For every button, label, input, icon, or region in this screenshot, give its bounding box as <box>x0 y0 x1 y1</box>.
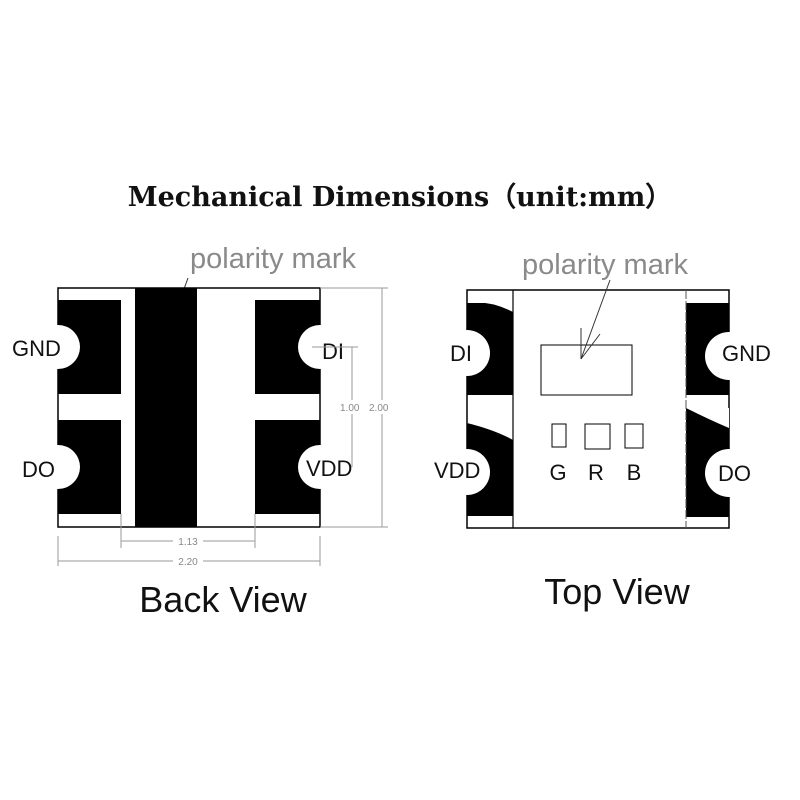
top-polarity-mark <box>540 344 633 396</box>
back-polarity-bar <box>135 288 197 527</box>
top-pin-vdd: VDD <box>434 458 480 483</box>
back-polarity-label: polarity mark <box>190 243 356 275</box>
top-pin-gnd: GND <box>722 341 771 366</box>
back-polarity-leader <box>183 277 189 290</box>
dim-inner-width: 1.13 <box>178 537 198 548</box>
top-pin-di: DI <box>450 341 472 366</box>
top-polarity-arrow <box>580 279 611 360</box>
top-view-label: Top View <box>544 571 690 612</box>
led-label-r: R <box>588 460 604 485</box>
led-chip-b <box>624 423 644 449</box>
back-pin-vdd: VDD <box>306 456 352 481</box>
dim-pin-pitch: 1.00 <box>340 403 360 414</box>
back-view: polarity mark GND DO DI VDD <box>12 243 389 620</box>
top-view: polarity mark G R B DI VDD GND DO Top Vi… <box>434 249 771 612</box>
top-pin-do: DO <box>718 461 751 486</box>
back-pin-do: DO <box>22 457 55 482</box>
led-chip-r <box>584 423 611 450</box>
back-view-label: Back View <box>139 579 307 620</box>
back-pin-gnd: GND <box>12 336 61 361</box>
dim-height-total: 2.00 <box>369 403 389 414</box>
led-label-g: G <box>549 460 566 485</box>
dimension-lines <box>57 287 388 566</box>
back-pin-di: DI <box>322 339 344 364</box>
led-label-b: B <box>627 460 642 485</box>
led-chip-g <box>551 423 567 448</box>
top-polarity-label: polarity mark <box>522 249 688 281</box>
dim-width-total: 2.20 <box>178 557 198 568</box>
diagram-title: Mechanical Dimensions（unit:mm） <box>128 182 673 213</box>
